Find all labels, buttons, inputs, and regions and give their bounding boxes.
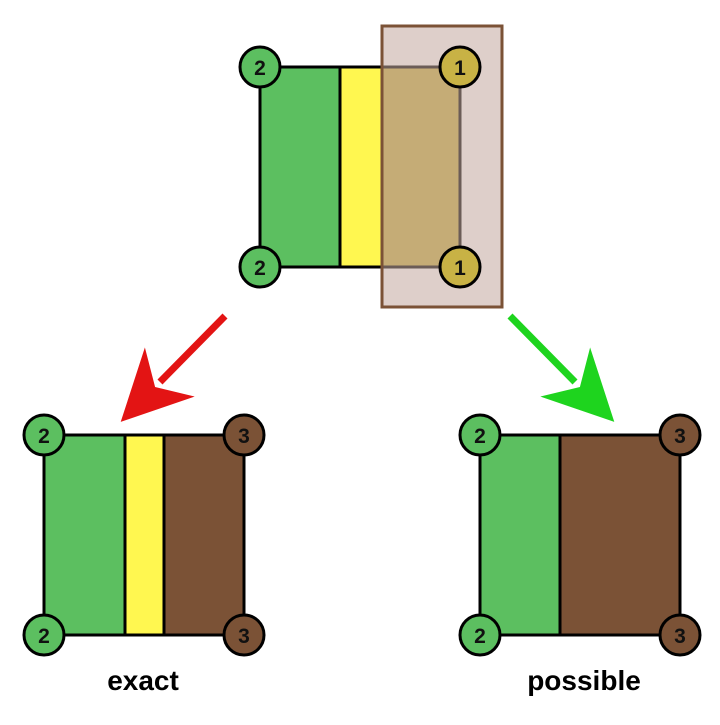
top-node-bottom-left: 2 xyxy=(238,245,282,289)
node-label: 3 xyxy=(238,425,250,448)
right-brown-region xyxy=(560,435,680,635)
right-green-region xyxy=(480,435,560,635)
node-label: 2 xyxy=(474,425,486,448)
node-label: 3 xyxy=(674,625,686,648)
node-label: 2 xyxy=(254,57,266,80)
left-node-bottom-left: 2 xyxy=(22,613,66,657)
node-label: 2 xyxy=(38,425,50,448)
node-label: 1 xyxy=(454,57,466,80)
node-label: 2 xyxy=(254,257,266,280)
top-node-top-left: 2 xyxy=(238,45,282,89)
left-result-square xyxy=(42,433,246,637)
node-label: 2 xyxy=(38,625,50,648)
right-node-bottom-left: 2 xyxy=(458,613,502,657)
node-label: 3 xyxy=(238,625,250,648)
left-green-region xyxy=(44,435,125,635)
top-node-top-right: 1 xyxy=(438,45,482,89)
red-arrow xyxy=(120,313,228,422)
green-arrow xyxy=(507,313,615,422)
node-label: 1 xyxy=(454,257,466,280)
caption-exact: exact xyxy=(107,665,179,696)
left-node-bottom-right: 3 xyxy=(222,613,266,657)
top-node-bottom-right: 1 xyxy=(438,245,482,289)
top-green-region xyxy=(260,67,340,267)
node-label: 3 xyxy=(674,425,686,448)
node-label: 2 xyxy=(474,625,486,648)
right-node-top-left: 2 xyxy=(458,413,502,457)
caption-possible: possible xyxy=(527,665,641,696)
right-result-square xyxy=(478,433,682,637)
right-node-bottom-right: 3 xyxy=(658,613,702,657)
left-node-top-left: 2 xyxy=(22,413,66,457)
right-square-outline xyxy=(478,433,682,637)
top-yellow-region xyxy=(340,67,382,267)
left-brown-region xyxy=(164,435,244,635)
left-square-outline xyxy=(42,433,246,637)
right-node-top-right: 3 xyxy=(658,413,702,457)
left-node-top-right: 3 xyxy=(222,413,266,457)
left-yellow-region xyxy=(125,435,164,635)
